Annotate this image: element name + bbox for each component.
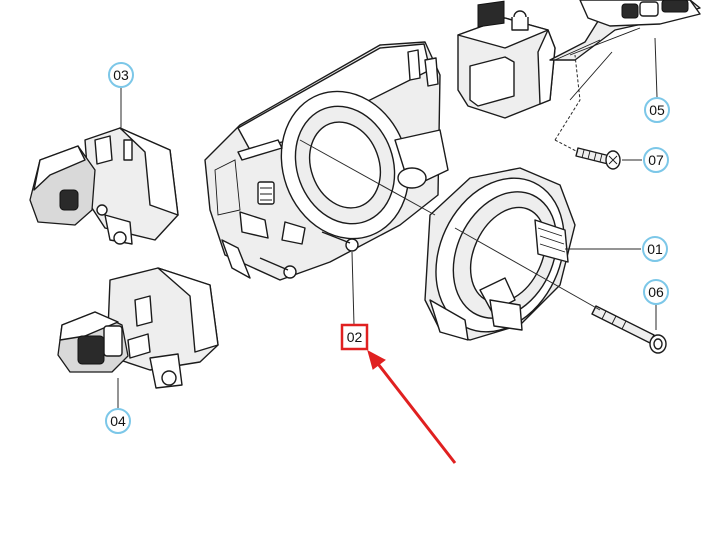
callout-05: 05 — [644, 97, 670, 123]
callout-03-label: 03 — [113, 67, 129, 83]
callout-04: 04 — [105, 408, 131, 434]
callout-05-label: 05 — [649, 102, 665, 118]
callout-02-highlighted[interactable]: 02 — [340, 323, 369, 351]
callout-03: 03 — [108, 62, 134, 88]
callout-01-label: 01 — [647, 241, 663, 257]
callout-07: 07 — [643, 147, 669, 173]
part-04-steering-lock — [57, 267, 219, 389]
callout-04-label: 04 — [110, 413, 126, 429]
callout-02-label: 02 — [347, 329, 363, 345]
red-pointer-arrow — [367, 350, 457, 464]
callout-06: 06 — [643, 279, 669, 305]
callout-01: 01 — [642, 236, 668, 262]
part-06-bolt — [591, 305, 667, 354]
callout-06-label: 06 — [648, 284, 664, 300]
part-05-switch-module — [457, 0, 701, 119]
part-02-housing — [204, 41, 449, 281]
part-03-ignition-lock — [29, 127, 179, 245]
callout-07-label: 07 — [648, 152, 664, 168]
leader-lines — [117, 37, 658, 408]
assembly-lines — [299, 51, 613, 311]
part-07-screw — [575, 147, 621, 170]
